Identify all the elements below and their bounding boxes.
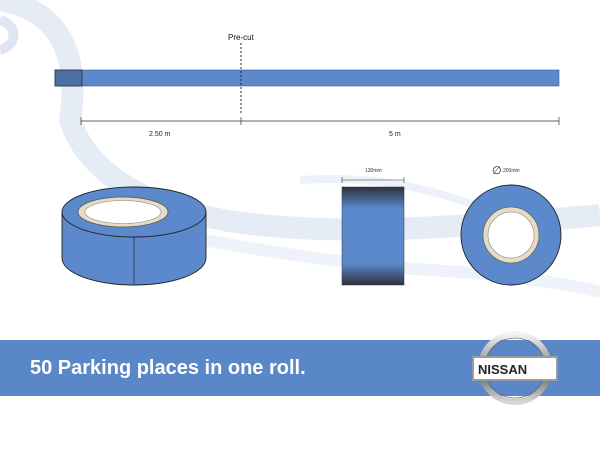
tape-roll-3d bbox=[61, 186, 207, 286]
tape-roll-side-view: 130mm bbox=[341, 168, 405, 286]
precut-marker: Pre-cut bbox=[228, 33, 255, 113]
width-label: 130mm bbox=[365, 168, 382, 174]
tape-end-tab bbox=[54, 69, 83, 87]
tape-strip bbox=[54, 69, 560, 87]
length-dimension: 2.50 m 5 m bbox=[80, 117, 560, 138]
diameter-symbol: ∅ bbox=[492, 165, 502, 177]
tape-roll-front-view: ∅ 200mm bbox=[460, 165, 562, 286]
nissan-logo: NISSAN bbox=[472, 331, 558, 405]
precut-label: Pre-cut bbox=[228, 33, 255, 42]
diameter-label: 200mm bbox=[503, 168, 520, 174]
segment-right-label: 5 m bbox=[389, 131, 401, 138]
brand-wordmark: NISSAN bbox=[478, 362, 527, 377]
segment-left-label: 2.50 m bbox=[149, 131, 171, 138]
banner-tagline: 50 Parking places in one roll. bbox=[30, 357, 306, 379]
